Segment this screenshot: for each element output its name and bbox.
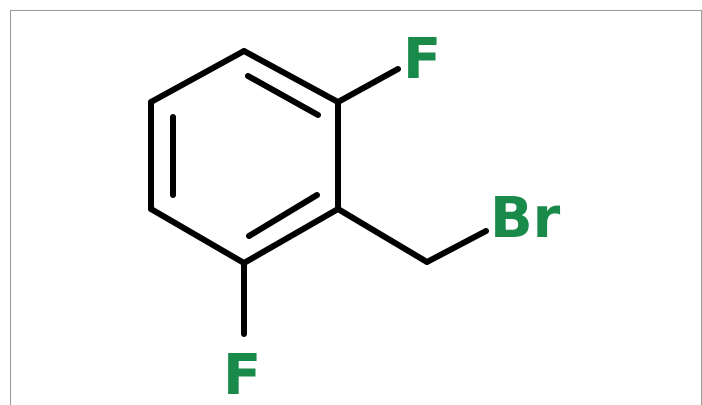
atom-bromine: Br <box>490 186 561 251</box>
bond-ring-bottom-left <box>148 206 247 266</box>
bond-ring-inner-bottom-right <box>246 192 320 239</box>
bond-ch2-to-bromine <box>424 228 489 265</box>
bond-ring-top-right <box>241 48 341 105</box>
bond-to-fluorine-top <box>335 66 401 105</box>
structure-frame <box>10 10 702 405</box>
atom-fluorine-bottom: F <box>223 343 261 405</box>
bond-ring-to-ch2 <box>335 206 430 265</box>
bond-ring-bottom-right <box>241 206 341 266</box>
atom-fluorine-top: F <box>403 27 441 92</box>
bond-ring-inner-top-right <box>245 73 321 118</box>
bond-ring-top-left <box>148 48 247 105</box>
